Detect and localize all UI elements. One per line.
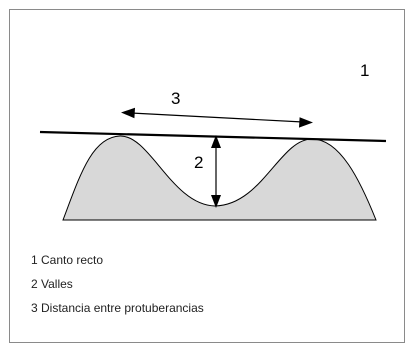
legend-item-straight-edge: 1 Canto recto (31, 253, 104, 267)
valley-depth-arrow (211, 135, 221, 208)
callout-valleys: 2 (194, 153, 204, 172)
distance-arrow (121, 107, 313, 128)
legend-item-distance: 3 Distancia entre protuberancias (31, 301, 204, 315)
straight-edge-line (39, 130, 387, 143)
callout-straight-edge: 1 (360, 61, 370, 80)
profile-shape (62, 135, 377, 221)
legend-item-valleys: 2 Valles (31, 277, 73, 291)
legend-list: 1 Canto recto 2 Valles 3 Distancia entre… (31, 252, 204, 324)
figure-frame (9, 9, 405, 343)
callout-distance: 3 (171, 89, 181, 108)
